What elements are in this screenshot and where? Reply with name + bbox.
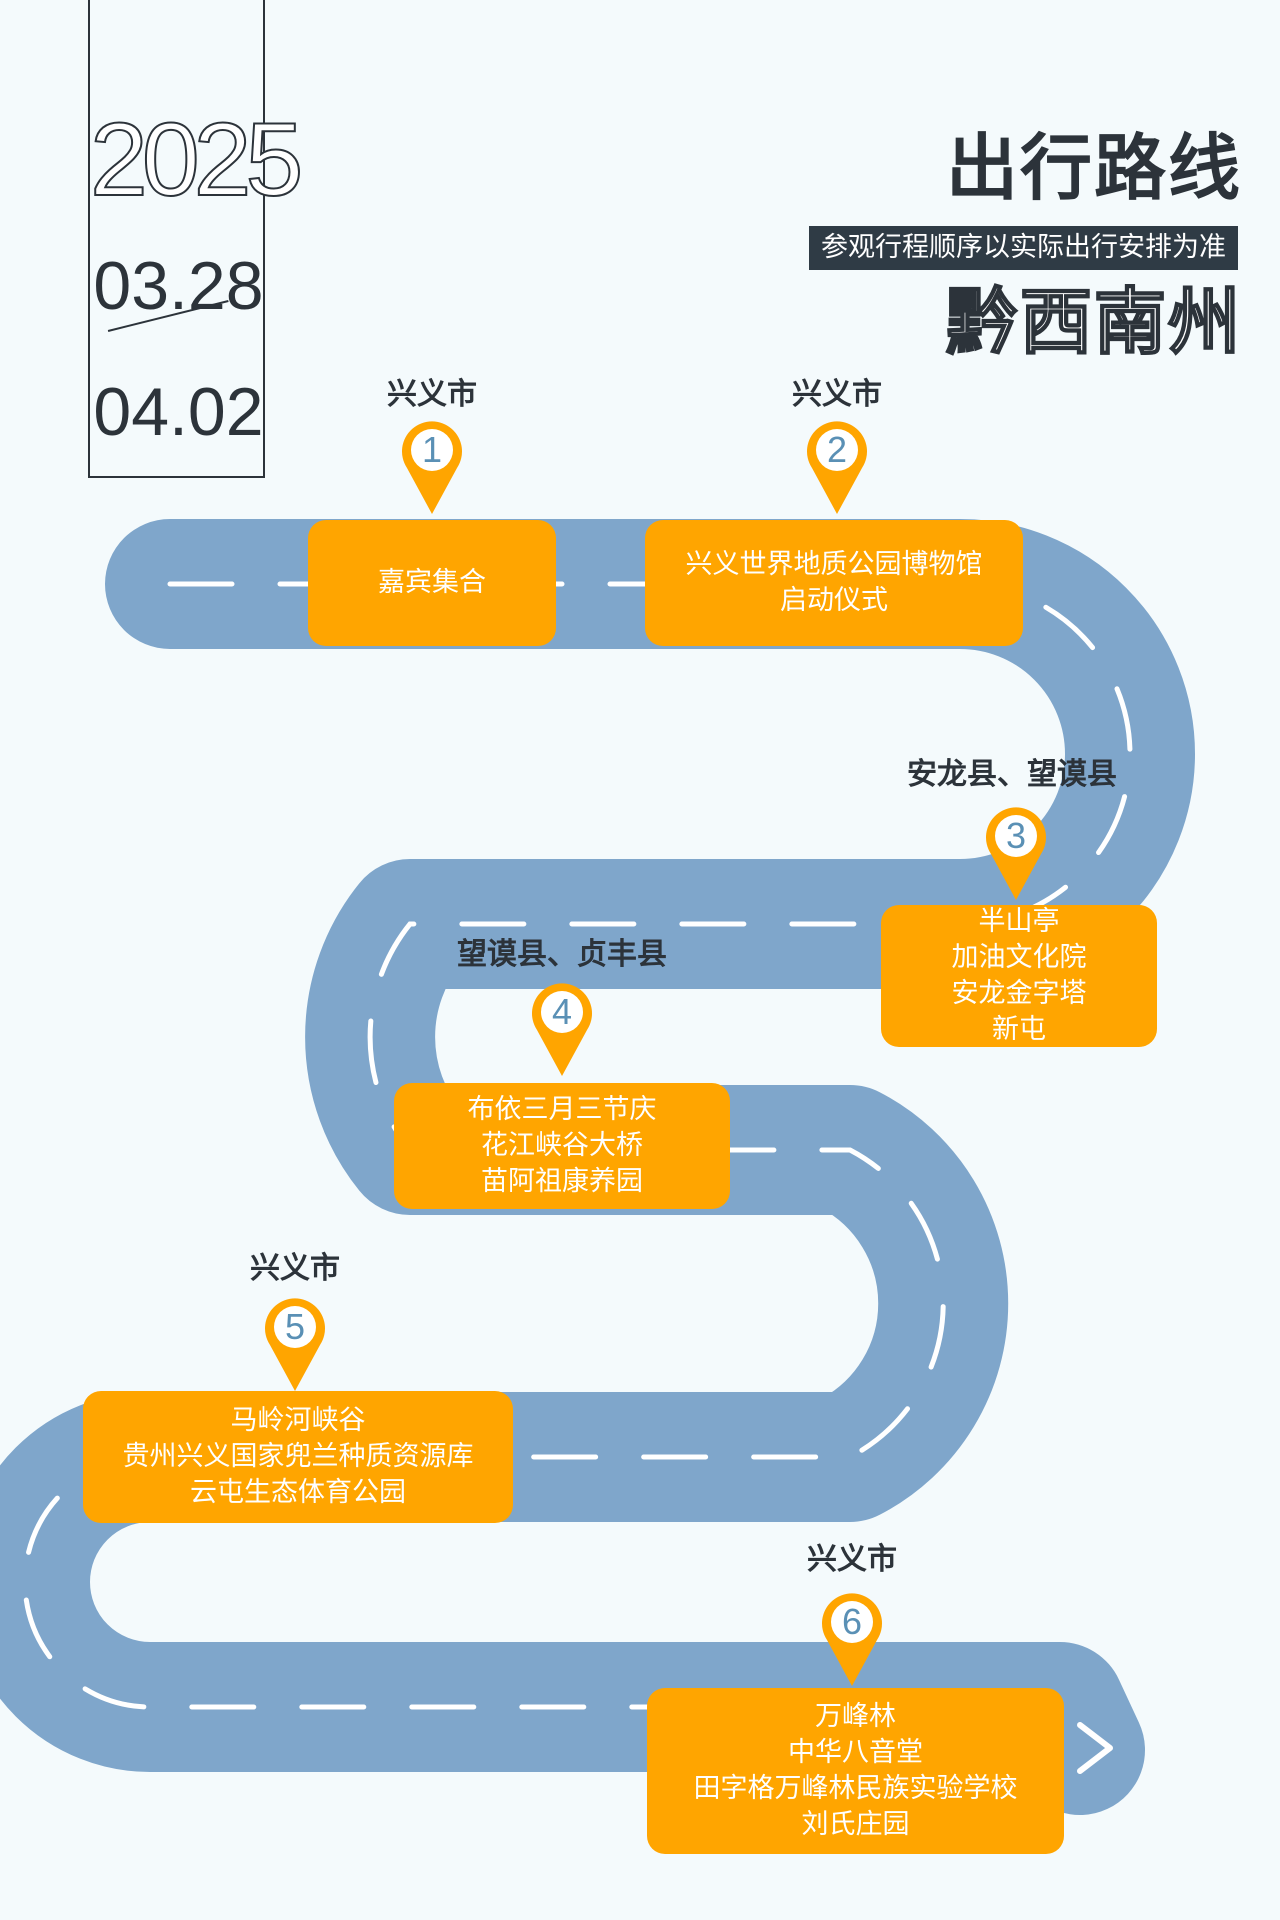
map-pin-icon	[822, 1593, 882, 1686]
road-center-dashes	[22, 581, 1133, 1710]
stop-3-pin: 3	[983, 804, 1049, 904]
stop-6-line: 中华八音堂	[788, 1737, 923, 1768]
stop-3-line: 安龙金字塔	[951, 978, 1087, 1009]
stop-5-line: 云屯生态体育公园	[190, 1477, 406, 1508]
map-pin-icon	[402, 421, 462, 514]
stop-6-line: 刘氏庄园	[801, 1809, 910, 1840]
stop-5-line: 马岭河峡谷	[230, 1405, 366, 1436]
stop-1-city: 兴义市	[387, 377, 477, 412]
stop-5-pin: 5	[262, 1295, 328, 1395]
stop-5-line: 贵州兴义国家兜兰种质资源库	[122, 1441, 474, 1472]
stop-1-line: 嘉宾集合	[378, 567, 486, 598]
map-pin-icon	[265, 1298, 325, 1391]
stop-6-line: 万峰林	[815, 1701, 896, 1732]
stop-3-line: 加油文化院	[951, 942, 1087, 973]
stop-4-line: 布依三月三节庆	[467, 1094, 657, 1125]
page-subtitle: 参观行程顺序以实际出行安排为准	[809, 226, 1238, 270]
stop-2-city: 兴义市	[792, 377, 882, 412]
stop-3-box: 半山亭 加油文化院 安龙金字塔 新屯	[881, 905, 1157, 1047]
map-pin-icon	[986, 807, 1046, 900]
stop-2-line: 启动仪式	[780, 585, 888, 616]
stop-5-city: 兴义市	[250, 1251, 340, 1286]
stop-2-pin: 2	[804, 418, 870, 518]
stop-3-city: 安龙县、望谟县	[907, 757, 1117, 792]
map-pin-icon	[532, 983, 592, 1076]
stop-4-pin: 4	[529, 980, 595, 1080]
stop-3-number: 3	[1005, 815, 1027, 856]
region-name: 黔西南州	[945, 280, 1242, 364]
stop-1-pin: 1	[399, 418, 465, 518]
stop-2-box: 兴义世界地质公园博物馆 启动仪式	[645, 520, 1023, 646]
map-pin-icon	[807, 421, 867, 514]
stop-6-number: 6	[841, 1601, 863, 1642]
stop-4-city: 望谟县、贞丰县	[457, 937, 667, 972]
road-end-arrow	[1077, 1722, 1113, 1774]
stop-1-box: 嘉宾集合	[308, 520, 556, 646]
stop-5-number: 5	[284, 1306, 306, 1347]
stop-6-line: 田字格万峰林民族实验学校	[693, 1773, 1018, 1804]
stop-3-line: 半山亭	[978, 906, 1060, 937]
stop-6-pin: 6	[819, 1590, 885, 1690]
stop-6-city: 兴义市	[807, 1542, 897, 1577]
stop-3-line: 新屯	[992, 1014, 1046, 1045]
date-frame: 2025 03.28 04.02	[88, 0, 304, 478]
stop-4-number: 4	[551, 991, 573, 1032]
stop-5-box: 马岭河峡谷 贵州兴义国家兜兰种质资源库 云屯生态体育公园	[83, 1391, 513, 1523]
stop-4-line: 花江峡谷大桥	[481, 1130, 643, 1161]
page-title: 出行路线	[945, 126, 1242, 210]
stop-2-line: 兴义世界地质公园博物馆	[685, 549, 983, 580]
year: 2025	[89, 102, 304, 218]
stop-6-box: 万峰林 中华八音堂 田字格万峰林民族实验学校 刘氏庄园	[647, 1688, 1064, 1854]
end-date: 04.02	[93, 374, 264, 450]
stop-4-line: 苗阿祖康养园	[481, 1166, 643, 1197]
start-date: 03.28	[93, 248, 264, 324]
stop-4-box: 布依三月三节庆 花江峡谷大桥 苗阿祖康养园	[394, 1083, 730, 1209]
stop-1-number: 1	[421, 429, 443, 470]
stop-2-number: 2	[826, 429, 848, 470]
